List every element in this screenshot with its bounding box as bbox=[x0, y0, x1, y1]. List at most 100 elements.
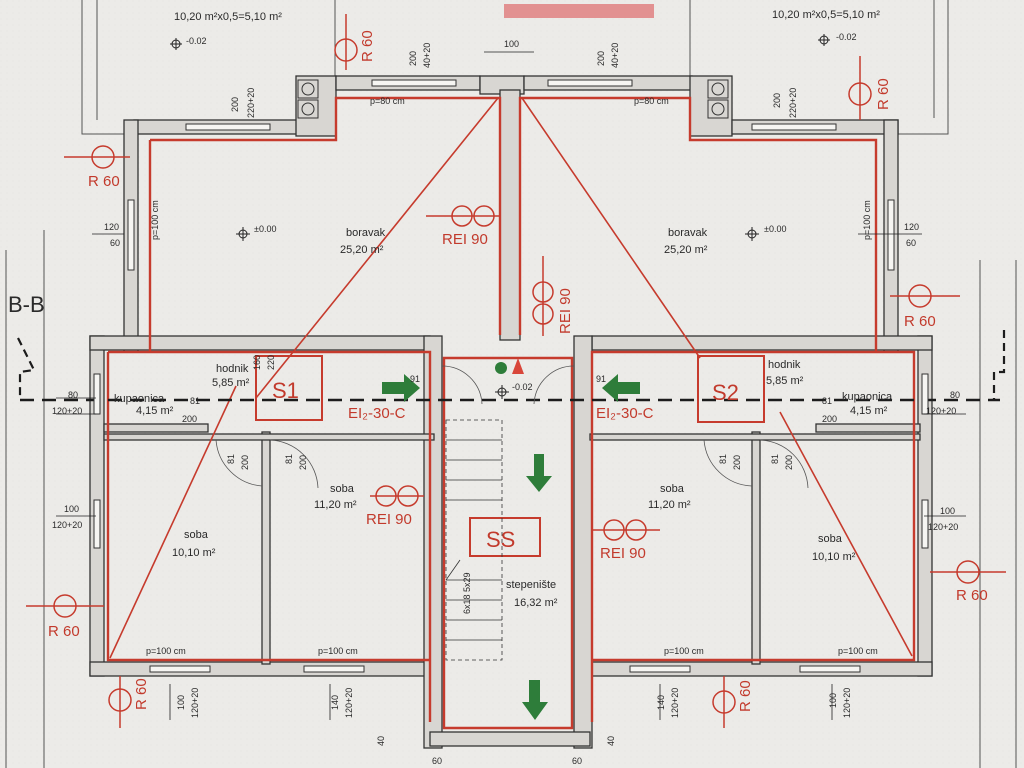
dim-text: 220 bbox=[266, 355, 276, 370]
label-r60-6: R 60 bbox=[956, 587, 988, 604]
dim-text: 81 bbox=[718, 454, 728, 464]
dim-text: 60 bbox=[110, 238, 120, 248]
room-name: stepenište bbox=[506, 579, 556, 591]
dimension-labels: 100 200 40+20 200 40+20 200 220+20 200 2… bbox=[52, 39, 960, 766]
level-terrace-right: -0.02 bbox=[836, 32, 857, 42]
room-name: boravak bbox=[668, 227, 708, 239]
terrace-area-right: 10,20 m²x0,5=5,10 m² bbox=[772, 9, 880, 21]
stairs bbox=[445, 419, 503, 661]
label-s1: S1 bbox=[272, 378, 299, 403]
room-area: 4,15 m² bbox=[850, 405, 888, 417]
room-name: soba bbox=[184, 529, 209, 541]
dim-text: 6x18 5x29 bbox=[462, 572, 472, 614]
label-rei90-4: REI 90 bbox=[600, 545, 646, 562]
dim-text: p=100 cm bbox=[150, 200, 160, 240]
dim-text: 200 bbox=[408, 51, 418, 66]
dim-text: 200 bbox=[596, 51, 606, 66]
fire-rating-symbols bbox=[26, 14, 1006, 728]
label-r60-5: R 60 bbox=[48, 623, 80, 640]
chimney-left bbox=[297, 79, 319, 119]
fire-rating-labels: R 60 R 60 R 60 R 60 R 60 R 60 R 60 R 60 … bbox=[48, 30, 988, 712]
dim-text: 200 bbox=[822, 414, 837, 424]
dim-text: 91 bbox=[410, 374, 420, 384]
level-markers: -0.02 -0.02 ±0.00 ±0.00 -0.02 bbox=[170, 32, 857, 399]
terrace-area-left: 10,20 m²x0,5=5,10 m² bbox=[174, 11, 282, 23]
dim-text: 40 bbox=[376, 736, 386, 746]
label-rei90-3: REI 90 bbox=[366, 511, 412, 528]
room-area: 11,20 m² bbox=[648, 499, 691, 511]
dim-text: 120 bbox=[104, 222, 119, 232]
room-area: 5,85 m² bbox=[766, 375, 804, 387]
room-area: 4,15 m² bbox=[136, 405, 174, 417]
dim-text: 81 bbox=[770, 454, 780, 464]
dim-text: p=80 cm bbox=[370, 96, 405, 106]
label-r60-8: R 60 bbox=[737, 680, 754, 712]
dim-text: 140 bbox=[656, 695, 666, 710]
dim-text: 40+20 bbox=[422, 43, 432, 68]
label-rei90-2: REI 90 bbox=[557, 288, 574, 334]
level-terrace-left: -0.02 bbox=[186, 36, 207, 46]
dim-text: 60 bbox=[432, 756, 442, 766]
room-area: 11,20 m² bbox=[314, 499, 357, 511]
dim-text: 100 bbox=[176, 695, 186, 710]
dim-text: p=100 cm bbox=[838, 646, 878, 656]
room-name: soba bbox=[818, 533, 843, 545]
label-door-left: EI₂-30-C bbox=[348, 405, 406, 422]
dim-text: p=100 cm bbox=[146, 646, 186, 656]
dim-text: 120+20 bbox=[842, 688, 852, 718]
chimney-right bbox=[707, 79, 729, 119]
dim-text: 60 bbox=[572, 756, 582, 766]
dim-text: 120+20 bbox=[670, 688, 680, 718]
dim-text: 200 bbox=[298, 455, 308, 470]
fire-boundary bbox=[106, 96, 916, 730]
red-mark bbox=[504, 4, 654, 18]
label-r60-4: R 60 bbox=[904, 313, 936, 330]
label-r60-3: R 60 bbox=[875, 78, 892, 110]
dim-text: 100 bbox=[828, 693, 838, 708]
dim-text: p=100 cm bbox=[862, 200, 872, 240]
dimension-annotations bbox=[56, 51, 966, 720]
dim-text: 120+20 bbox=[344, 688, 354, 718]
room-area: 10,10 m² bbox=[172, 547, 216, 559]
dim-text: p=100 cm bbox=[318, 646, 358, 656]
section-marker-right bbox=[992, 330, 1006, 400]
dim-text: 80 bbox=[68, 390, 78, 400]
section-marker-left bbox=[17, 337, 36, 400]
room-area: 5,85 m² bbox=[212, 377, 250, 389]
dim-text: 81 bbox=[226, 454, 236, 464]
dim-text: 200 bbox=[772, 93, 782, 108]
room-name: boravak bbox=[346, 227, 386, 239]
dim-text: 120+20 bbox=[928, 522, 958, 532]
room-name: hodnik bbox=[768, 359, 801, 371]
label-rei90-1: REI 90 bbox=[442, 231, 488, 248]
section-label: B-B bbox=[8, 292, 45, 317]
dim-text: p=100 cm bbox=[664, 646, 704, 656]
dim-text: 81 bbox=[284, 454, 294, 464]
dim-text: 91 bbox=[596, 374, 606, 384]
fire-diagonals bbox=[109, 97, 913, 659]
room-name: kupaonica bbox=[842, 391, 893, 403]
dim-text: 160 bbox=[252, 355, 262, 370]
label-r60-1: R 60 bbox=[88, 173, 120, 190]
dim-text: 120+20 bbox=[190, 688, 200, 718]
dim-text: 100 bbox=[504, 39, 519, 49]
room-area: 25,20 m² bbox=[340, 244, 384, 256]
dim-text: 220+20 bbox=[788, 88, 798, 118]
terrace-outline bbox=[5, 0, 1017, 768]
dim-text: 120+20 bbox=[52, 406, 82, 416]
dim-text: 200 bbox=[784, 455, 794, 470]
label-door-right: EI₂-30-C bbox=[596, 405, 654, 422]
dim-text: 120 bbox=[904, 222, 919, 232]
dim-text: 220+20 bbox=[246, 88, 256, 118]
room-name: soba bbox=[660, 483, 685, 495]
room-name: hodnik bbox=[216, 363, 249, 375]
dim-text: 200 bbox=[230, 97, 240, 112]
evacuation-arrows bbox=[382, 358, 640, 720]
label-ss: SS bbox=[486, 527, 515, 552]
dim-text: 80 bbox=[950, 390, 960, 400]
label-r60-7: R 60 bbox=[133, 678, 150, 710]
label-r60-2: R 60 bbox=[359, 30, 376, 62]
dim-text: 200 bbox=[182, 414, 197, 424]
dim-text: 40 bbox=[606, 736, 616, 746]
